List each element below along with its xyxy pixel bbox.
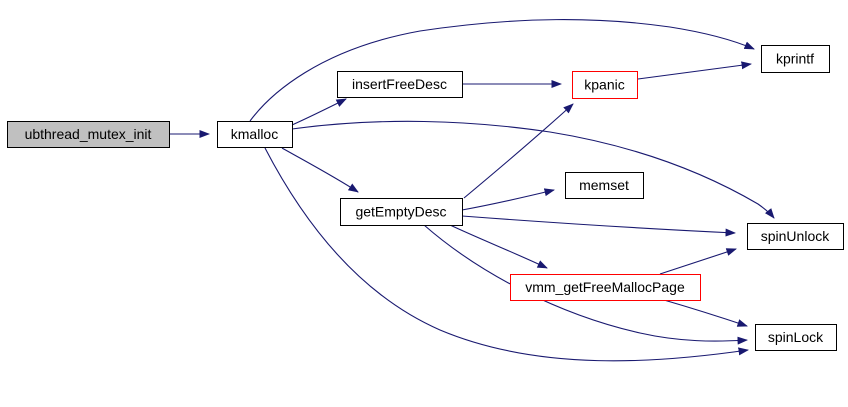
edge-getEmptyDesc-to-kpanic bbox=[463, 103, 574, 199]
edge-vmm_getFreeMallocPage-to-spinUnlock bbox=[659, 248, 737, 275]
node-memset[interactable]: memset bbox=[565, 172, 644, 199]
edge-getEmptyDesc-to-memset bbox=[461, 188, 555, 211]
node-getEmptyDesc[interactable]: getEmptyDesc bbox=[340, 198, 463, 226]
node-label-memset: memset bbox=[579, 177, 629, 193]
nodes-layer: ubthread_mutex_init kmalloc insertFreeDesc… bbox=[7, 45, 844, 351]
node-kmalloc[interactable]: kmalloc bbox=[217, 121, 293, 148]
edge-kmalloc-to-spinLock bbox=[264, 147, 749, 362]
node-box-getEmptyDesc bbox=[340, 198, 463, 226]
node-box-ubthread_mutex_init bbox=[7, 121, 170, 148]
node-label-ubthread_mutex_init: ubthread_mutex_init bbox=[25, 126, 152, 142]
node-label-spinUnlock: spinUnlock bbox=[761, 228, 830, 244]
node-spinUnlock[interactable]: spinUnlock bbox=[747, 223, 844, 250]
node-ubthread_mutex_init[interactable]: ubthread_mutex_init bbox=[7, 121, 170, 148]
edge-kpanic-to-kprintf bbox=[637, 61, 752, 80]
node-kprintf[interactable]: kprintf bbox=[761, 45, 830, 73]
node-label-vmm_getFreeMallocPage: vmm_getFreeMallocPage bbox=[525, 279, 685, 295]
node-box-kprintf bbox=[761, 45, 830, 73]
node-spinLock[interactable]: spinLock bbox=[755, 324, 837, 351]
edge-kmalloc-to-spinUnlock bbox=[291, 120, 775, 219]
node-box-spinUnlock bbox=[747, 223, 844, 250]
node-insertFreeDesc[interactable]: insertFreeDesc bbox=[337, 71, 463, 98]
node-label-kpanic: kpanic bbox=[584, 77, 624, 93]
edge-getEmptyDesc-to-vmm_getFreeMallocPage bbox=[449, 224, 548, 269]
node-label-spinLock: spinLock bbox=[768, 329, 824, 345]
edges-layer bbox=[169, 19, 775, 362]
edge-kmalloc-to-kprintf bbox=[249, 19, 755, 122]
node-label-kmalloc: kmalloc bbox=[231, 126, 278, 142]
edge-kmalloc-to-insertFreeDesc bbox=[291, 98, 347, 126]
edge-getEmptyDesc-to-spinUnlock bbox=[461, 215, 736, 237]
node-box-spinLock bbox=[755, 324, 837, 351]
node-kpanic[interactable]: kpanic bbox=[572, 71, 638, 99]
node-label-kprintf: kprintf bbox=[776, 51, 814, 67]
edge-getEmptyDesc-to-spinLock bbox=[423, 224, 748, 345]
node-box-insertFreeDesc bbox=[337, 71, 463, 98]
node-label-insertFreeDesc: insertFreeDesc bbox=[352, 76, 447, 92]
node-box-kmalloc bbox=[217, 121, 293, 148]
node-box-memset bbox=[565, 172, 644, 199]
node-label-getEmptyDesc: getEmptyDesc bbox=[355, 204, 446, 220]
edge-vmm_getFreeMallocPage-to-spinLock bbox=[663, 299, 748, 327]
node-box-kpanic bbox=[572, 71, 638, 99]
edge-kmalloc-to-getEmptyDesc bbox=[281, 147, 359, 193]
node-box-vmm_getFreeMallocPage bbox=[510, 274, 701, 301]
node-vmm_getFreeMallocPage[interactable]: vmm_getFreeMallocPage bbox=[510, 274, 701, 301]
